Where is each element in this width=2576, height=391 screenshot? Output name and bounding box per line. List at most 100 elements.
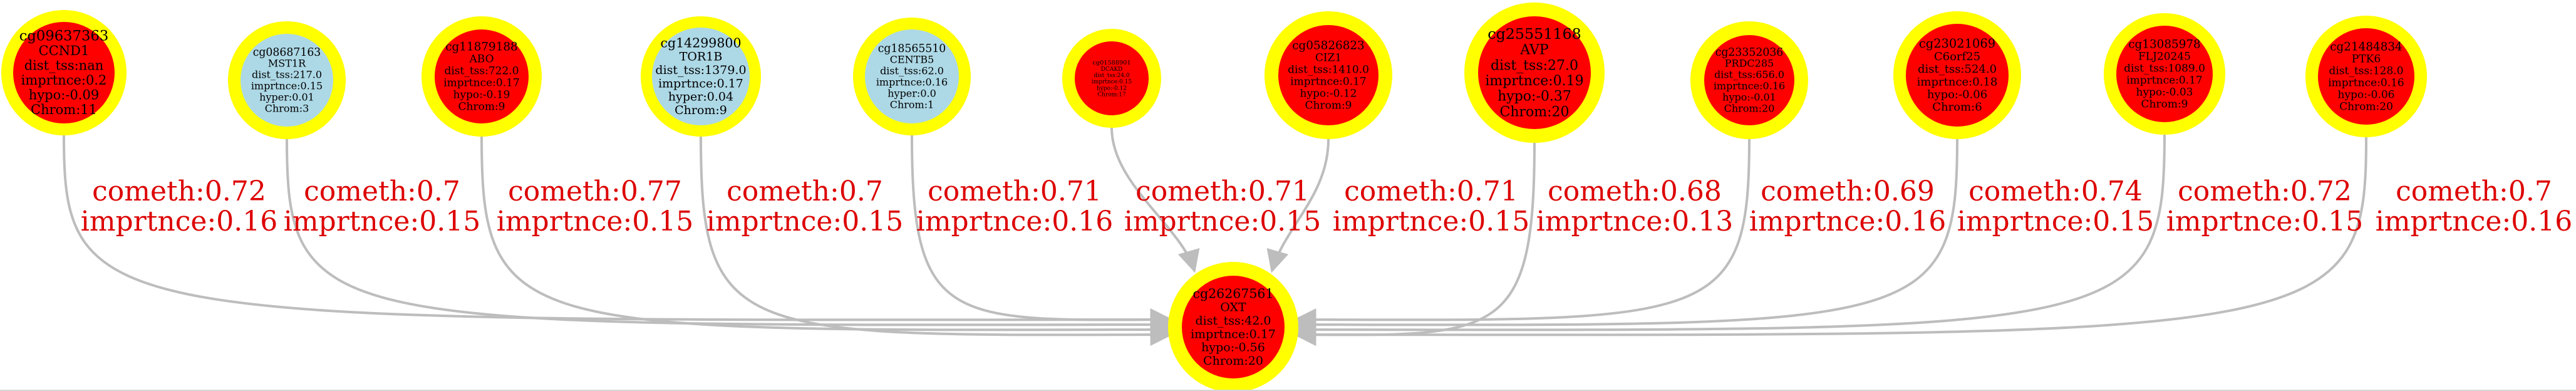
source-node-1-line-2: dist_tss:nan — [24, 58, 104, 73]
edge-5 — [911, 135, 1173, 331]
source-node-11: cg13085978FLJ20245dist_tss:1089.0imprtnc… — [2104, 13, 2225, 135]
source-node-9-line-3: imprtnce:0.16 — [1714, 80, 1785, 92]
source-node-6-line-5: Chrom:17 — [1097, 91, 1126, 98]
edge-9 — [1293, 138, 1751, 331]
edge-label-10-imprtnce: imprtnce:0.15 — [1957, 206, 2154, 237]
source-node-4: cg14299800TOR1Bdist_tss:1379.0imprtnce:0… — [641, 16, 761, 137]
source-node-8-line-2: dist_tss:27.0 — [1491, 58, 1578, 73]
edge-label-6-imprtnce: imprtnce:0.15 — [1124, 206, 1322, 237]
source-node-3-line-4: hypo:-0.19 — [453, 89, 510, 102]
source-node-8: cg25551168AVPdist_tss:27.0imprtnce:0.19h… — [1464, 3, 1605, 143]
edge-label-6-cometh: cometh:0.71 — [1135, 175, 1310, 207]
source-node-6-line-0: cg01588901 — [1092, 60, 1130, 66]
source-node-11-line-2: dist_tss:1089.0 — [2124, 62, 2205, 75]
source-node-4-line-2: dist_tss:1379.0 — [655, 63, 746, 77]
source-node-10-line-2: dist_tss:524.0 — [1918, 63, 1997, 76]
source-node-6-line-2: dist_tss:24.0 — [1094, 73, 1130, 79]
source-node-8-line-4: hypo:-0.37 — [1497, 89, 1571, 105]
edge-8 — [1293, 142, 1536, 347]
source-node-3-line-1: ABO — [468, 53, 494, 65]
source-node-5-core — [865, 29, 959, 123]
source-node-6-line-1: DCAKD — [1101, 66, 1123, 73]
source-node-12-line-4: hypo:-0.06 — [2338, 89, 2395, 102]
edge-label-1-cometh: cometh:0.72 — [92, 175, 266, 207]
source-node-8-line-3: imprtnce:0.19 — [1485, 73, 1583, 89]
source-node-12-line-2: dist_tss:128.0 — [2329, 65, 2403, 77]
edge-label-2-imprtnce: imprtnce:0.15 — [284, 206, 481, 237]
source-node-1-line-1: CCND1 — [39, 43, 90, 58]
target-node-line-3: imprtnce:0.17 — [1191, 327, 1276, 341]
source-node-9-line-5: Chrom:20 — [1724, 102, 1775, 114]
source-node-1-line-3: imprtnce:0.2 — [21, 73, 107, 88]
source-node-12: cg21484834PTK6dist_tss:128.0imprtnce:0.1… — [2305, 16, 2427, 137]
bottom-divider — [0, 390, 2576, 391]
edge-1 — [63, 135, 1173, 331]
edge-label-8-cometh: cometh:0.68 — [1548, 175, 1722, 207]
source-node-5-line-4: hyper:0.0 — [887, 87, 936, 99]
target-node-line-0: cg26267561 — [1192, 286, 1273, 301]
edge-label-4-cometh: cometh:0.7 — [727, 175, 883, 207]
edge-label-2-cometh: cometh:0.7 — [304, 175, 460, 207]
target-node-line-2: dist_tss:42.0 — [1196, 314, 1271, 328]
source-node-2-line-4: hyper:0.01 — [259, 91, 314, 103]
edge-labels-layer: cometh:0.72imprtnce:0.16cometh:0.7imprtn… — [81, 175, 2573, 237]
source-node-10-core — [1906, 24, 2009, 127]
target-node-line-5: Chrom:20 — [1203, 354, 1263, 368]
edge-label-11-cometh: cometh:0.72 — [2178, 175, 2352, 207]
edge-label-5-cometh: cometh:0.71 — [928, 175, 1102, 207]
source-node-2-core — [241, 34, 333, 127]
nodes-layer: cg09637363CCND1dist_tss:nanimprtnce:0.2h… — [1, 3, 2427, 391]
source-node-5-line-3: imprtnce:0.16 — [876, 76, 948, 88]
target-node: cg26267561OXTdist_tss:42.0imprtnce:0.17h… — [1168, 262, 1298, 391]
edge-label-3-imprtnce: imprtnce:0.15 — [497, 206, 694, 237]
source-node-4-line-0: cg14299800 — [660, 35, 741, 50]
source-node-2-line-1: MST1R — [268, 58, 306, 70]
source-node-4-line-5: Chrom:9 — [675, 103, 727, 117]
edge-2 — [286, 138, 1173, 336]
source-node-4-line-4: hyper:0.04 — [668, 90, 733, 104]
source-node-8-core — [1478, 16, 1591, 129]
source-node-1-line-4: hypo:-0.09 — [29, 88, 99, 103]
edge-3 — [480, 136, 1173, 341]
source-node-5: cg18565510CENTB5dist_tss:62.0imprtnce:0.… — [853, 18, 971, 135]
source-node-10-line-1: C6orf25 — [1934, 50, 1980, 63]
source-node-8-line-0: cg25551168 — [1487, 25, 1581, 43]
edge-12 — [1293, 137, 2367, 347]
edge-6 — [1110, 127, 1200, 273]
target-node-core — [1182, 276, 1285, 378]
source-node-3-line-5: Chrom:9 — [458, 101, 505, 113]
source-node-7-line-3: imprtnce:0.17 — [1290, 75, 1367, 88]
source-node-1-line-0: cg09637363 — [19, 28, 109, 44]
edge-label-1-imprtnce: imprtnce:0.16 — [81, 206, 278, 237]
source-node-10-line-0: cg23021069 — [1919, 36, 1995, 51]
edge-10 — [1293, 138, 1958, 336]
source-node-5-line-5: Chrom:1 — [890, 98, 934, 110]
source-node-2-line-0: cg08687163 — [253, 46, 321, 59]
edges-layer — [63, 127, 2367, 347]
source-node-3-line-0: cg11879188 — [445, 40, 517, 53]
source-node-6-core — [1075, 41, 1149, 115]
target-node-line-4: hypo:-0.56 — [1201, 341, 1265, 355]
source-node-8-line-5: Chrom:20 — [1499, 104, 1569, 120]
source-node-9-line-0: cg23352036 — [1715, 46, 1784, 59]
source-node-3-line-2: dist_tss:722.0 — [444, 65, 519, 77]
edge-label-9-cometh: cometh:0.69 — [1761, 175, 1935, 207]
edge-label-12-imprtnce: imprtnce:0.16 — [2376, 206, 2573, 237]
source-node-5-line-0: cg18565510 — [878, 43, 946, 55]
source-node-11-core — [2116, 26, 2213, 122]
source-node-12-line-5: Chrom:20 — [2339, 101, 2393, 113]
source-node-9: cg23352036PRDC285dist_tss:656.0imprtnce:… — [1690, 21, 1808, 139]
source-node-7-line-4: hypo:-0.12 — [1300, 88, 1357, 100]
source-node-4-line-3: imprtnce:0.17 — [658, 76, 743, 90]
source-node-9-core — [1704, 35, 1794, 125]
source-node-7-line-5: Chrom:9 — [1305, 100, 1352, 112]
edge-7 — [1266, 138, 1330, 273]
source-node-3: cg11879188ABOdist_tss:722.0imprtnce:0.17… — [422, 16, 542, 137]
source-node-7-line-0: cg05826823 — [1292, 39, 1364, 52]
source-node-7: cg05826823CIZ1dist_tss:1410.0imprtnce:0.… — [1265, 11, 1392, 139]
source-node-11-line-4: hypo:-0.03 — [2136, 86, 2193, 99]
source-node-9-line-4: hypo:-0.01 — [1722, 91, 1776, 103]
source-node-6-line-4: hypo:-0.12 — [1097, 85, 1127, 91]
source-node-10-line-3: imprtnce:0.18 — [1917, 75, 1998, 88]
target-node-line-1: OXT — [1220, 301, 1246, 315]
